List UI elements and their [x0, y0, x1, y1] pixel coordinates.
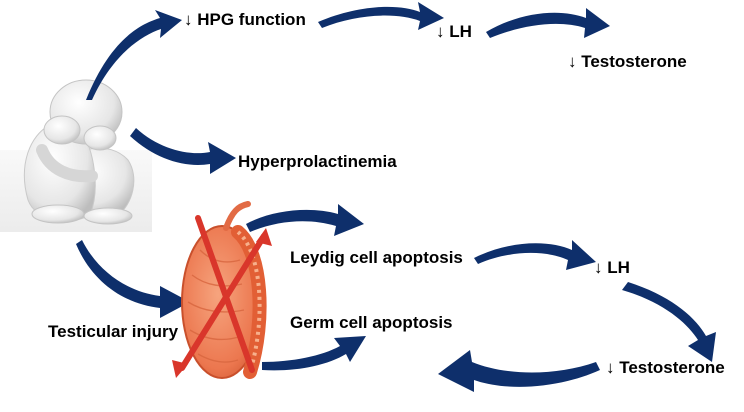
arrow-hpg-to-lh: [318, 2, 444, 30]
arrow-lh-to-testosterone-top: [486, 8, 610, 38]
arrow-person-to-hyperprolactinemia: [130, 128, 236, 174]
label-lh-top: ↓ LH: [436, 22, 472, 41]
arrow-leydig-to-lh: [474, 240, 596, 270]
arrow-testosterone-back-loop: [438, 350, 600, 392]
label-hyperprolactinemia: Hyperprolactinemia: [238, 152, 397, 171]
arrow-lh-to-testosterone-bottom: [622, 282, 716, 362]
label-lh-bottom: ↓ LH: [594, 258, 630, 277]
label-testosterone-top: ↓ Testosterone: [568, 52, 687, 71]
label-hpg-function: ↓ HPG function: [184, 10, 306, 29]
label-leydig-cell-apoptosis: Leydig cell apoptosis: [290, 248, 463, 267]
label-germ-cell-apoptosis: Germ cell apoptosis: [290, 313, 453, 332]
arrows: [76, 2, 716, 392]
arrow-testis-to-germ: [262, 336, 366, 371]
arrow-person-to-testicular-injury: [76, 240, 190, 318]
diagonal-cross-arrow-icon: [172, 215, 272, 378]
label-testicular-injury: Testicular injury: [48, 322, 179, 341]
stressed-person-icon: [0, 79, 152, 232]
arrow-testis-to-leydig: [246, 204, 364, 236]
arrow-person-to-hpg: [86, 10, 182, 100]
label-testosterone-bottom: ↓ Testosterone: [606, 358, 725, 377]
